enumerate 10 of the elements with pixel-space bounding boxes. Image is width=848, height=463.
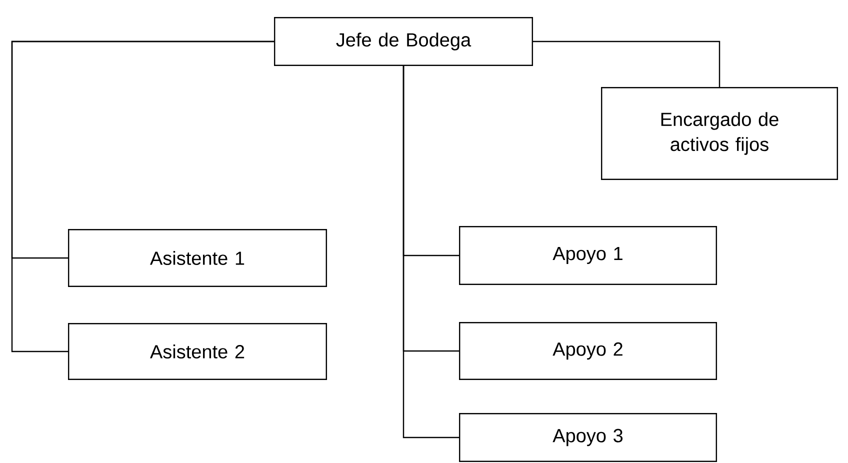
connector-line (11, 40, 274, 352)
org-box: Apoyo 2 (459, 322, 717, 380)
org-box: Encargado de activos fijos (601, 87, 838, 180)
org-box: Asistente 2 (68, 323, 327, 380)
org-box: Apoyo 1 (459, 226, 717, 285)
org-box: Jefe de Bodega (274, 17, 533, 66)
org-box: Asistente 1 (68, 229, 327, 287)
connector-line (533, 40, 720, 87)
connector-line (402, 66, 459, 438)
org-box: Apoyo 3 (459, 413, 717, 462)
